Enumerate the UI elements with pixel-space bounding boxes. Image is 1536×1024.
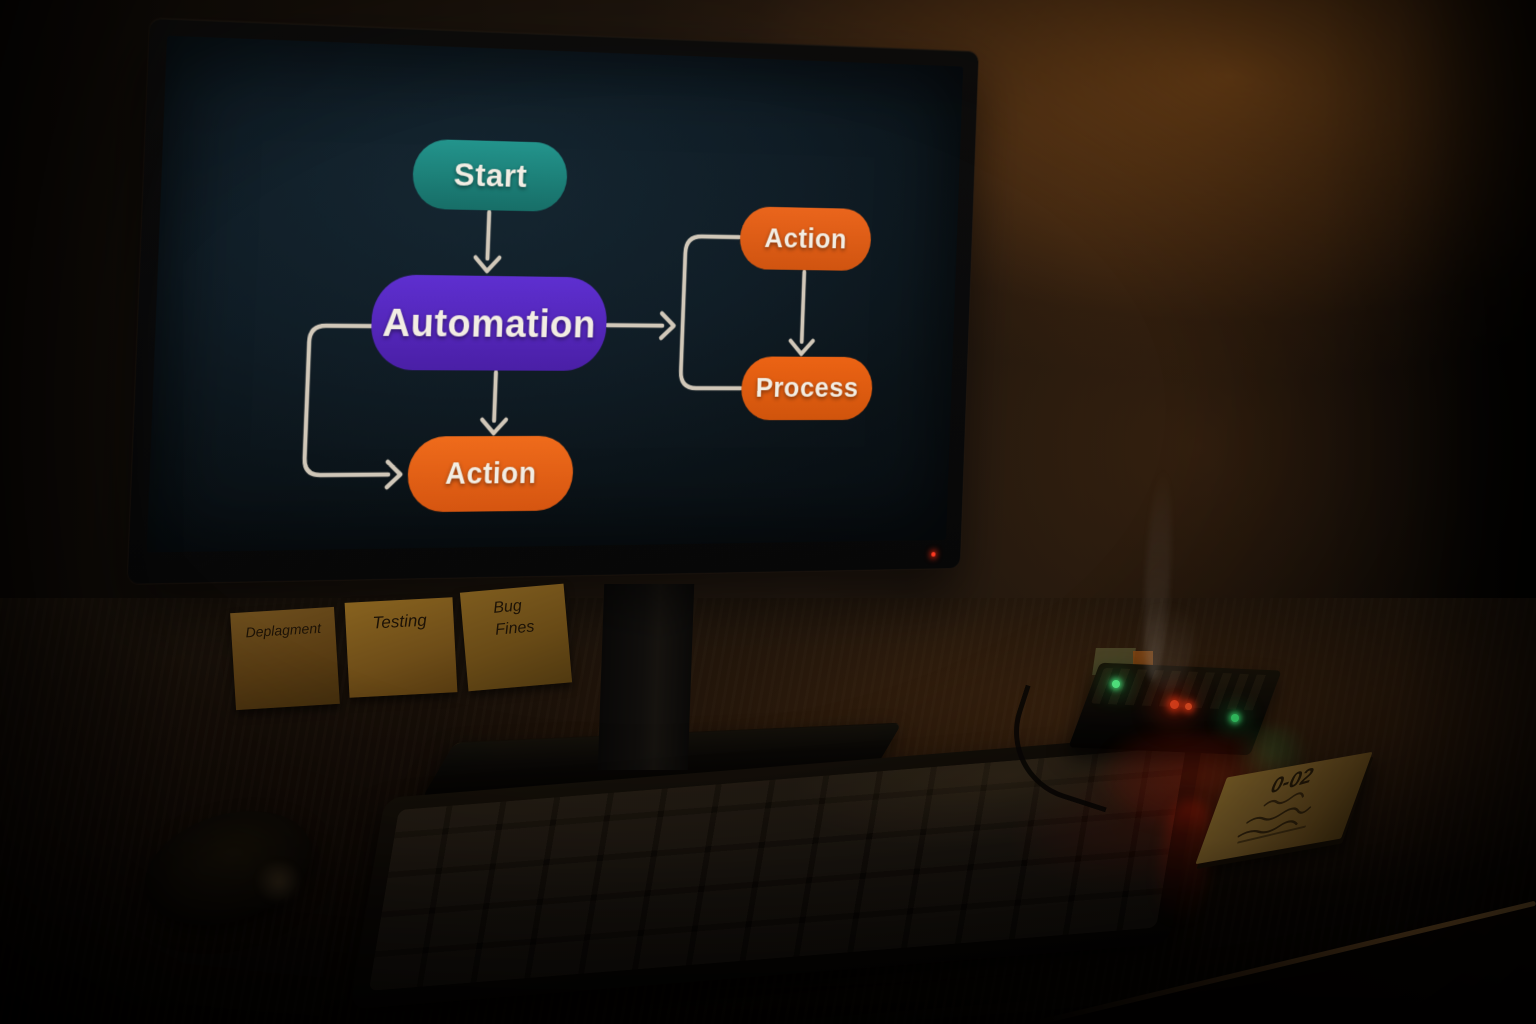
flowchart-node-process: Process [740, 356, 874, 421]
edge-start-automation [487, 212, 489, 258]
flowchart-node-automation: Automation [369, 274, 609, 371]
edge-automation-action [494, 372, 496, 420]
smoke-wisp [1140, 580, 1194, 690]
green-led-icon [1112, 680, 1120, 688]
sticky-note-deployment: Deplagment [230, 606, 340, 711]
sticky-note-text: Bug Fines [492, 597, 536, 640]
red-led-icon [1170, 700, 1179, 709]
monitor: Start Automation Action Action Process [127, 18, 979, 584]
sticky-note-bug-fixes: Bug Fines [459, 583, 573, 692]
red-led-icon [1185, 703, 1192, 710]
edge-action-process [802, 272, 805, 342]
flowchart-node-action-right: Action [738, 206, 873, 272]
flowchart-node-action-bottom: Action [406, 435, 575, 513]
mouse-highlight [252, 862, 306, 902]
monitor-stand-column [597, 584, 695, 770]
power-led-icon [931, 551, 936, 557]
flowchart-node-start: Start [411, 138, 569, 212]
sticky-note-testing: Testing [344, 597, 458, 698]
branch-bracket [680, 236, 746, 388]
green-led-icon [1231, 714, 1239, 722]
monitor-screen: Start Automation Action Action Process [146, 35, 964, 553]
